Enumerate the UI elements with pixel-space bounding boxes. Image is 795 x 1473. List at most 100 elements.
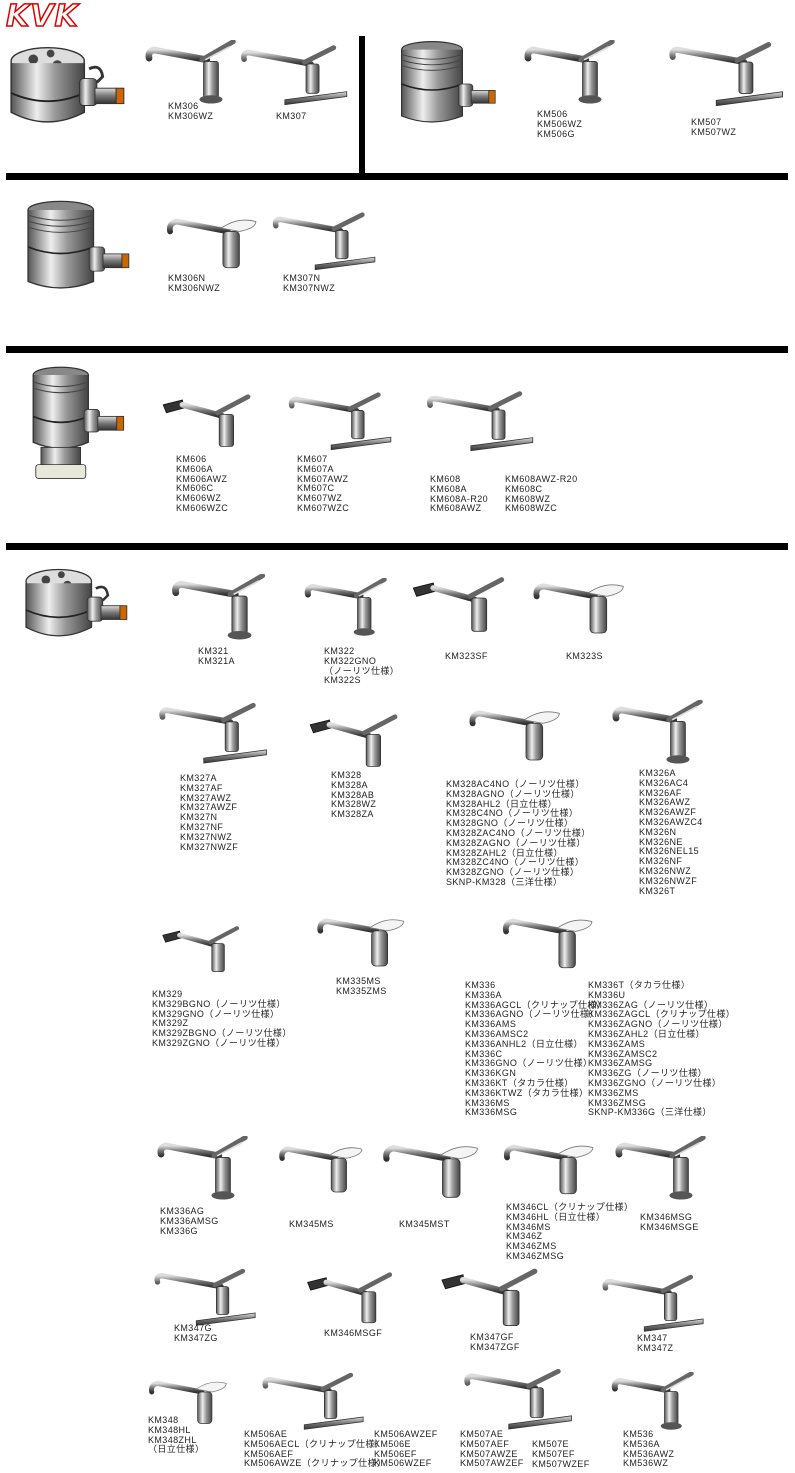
model-number: KM507	[691, 117, 722, 127]
model-number: KM328GNO（ノーリツ仕様）	[446, 818, 574, 829]
faucet-product-image	[142, 40, 242, 106]
model-number: KM326NWZ	[639, 865, 692, 876]
model-number: KM326N	[639, 826, 677, 837]
model-number: KM346MSGE	[640, 1221, 699, 1232]
divider-vertical	[359, 36, 365, 174]
faucet-product-image	[306, 712, 404, 776]
model-number: KM336ZG（ノーリツ仕様）	[588, 1068, 708, 1079]
model-number: KM322S	[324, 675, 361, 686]
model-number: KM336AG	[160, 1206, 205, 1216]
model-number: KM335ZMS	[336, 985, 387, 996]
model-number: KM326NF	[639, 856, 683, 867]
model-number: KM506AE	[244, 1429, 288, 1439]
divider-horizontal	[6, 173, 788, 180]
model-number: KM506AECL（クリナップ仕様）	[244, 1438, 385, 1449]
model-number: KM607WZ	[297, 493, 343, 504]
adapter-product-image	[20, 560, 132, 660]
model-number: KM329BGNO（ノーリツ仕様）	[152, 998, 286, 1009]
model-number: KM607WZC	[297, 502, 350, 513]
model-number: KM608WZ	[505, 493, 551, 504]
model-number: KM336AMSC2	[465, 1028, 529, 1039]
model-number: KM347Z	[637, 1342, 674, 1353]
faucet-product-image	[590, 1274, 714, 1336]
model-number: KM506EF	[374, 1448, 417, 1459]
model-number: KM326AWZ	[639, 797, 691, 808]
model-number: KM606A	[176, 463, 213, 474]
model-number: KM326A	[639, 768, 676, 778]
model-number: KM506WZEF	[374, 1458, 432, 1469]
model-number: KM336GNO（ノーリツ仕様）	[465, 1058, 593, 1069]
model-list: KM323SF	[445, 651, 488, 662]
model-number: KM336C	[465, 1048, 503, 1059]
model-number: KM346Z	[506, 1231, 543, 1242]
faucet-product-image	[594, 1372, 714, 1432]
model-number: KM606WZ	[176, 493, 222, 504]
model-number: KM606C	[176, 483, 214, 494]
model-number: KM323S	[566, 651, 603, 661]
faucet-product-image	[156, 392, 260, 456]
model-number: KM506G	[537, 128, 575, 139]
model-number: KM326T	[639, 885, 676, 896]
model-number: KM506AWZEF	[374, 1429, 438, 1439]
model-number: KM327AWZ	[180, 792, 232, 803]
model-number: KM506AEF	[244, 1448, 294, 1459]
model-number: KM326AWZC4	[639, 816, 703, 827]
adapter-product-image	[22, 192, 134, 302]
model-number: KM328AHL2（日立仕様）	[446, 798, 558, 809]
faucet-product-image	[150, 702, 274, 768]
faucet-product-image	[422, 390, 536, 456]
model-number: KM321	[198, 646, 229, 656]
faucet-product-image	[486, 910, 612, 976]
faucet-product-image	[302, 574, 392, 642]
model-number: KM608A	[430, 483, 467, 494]
model-number: KM536AWZ	[623, 1448, 675, 1459]
faucet-product-image	[604, 700, 714, 766]
faucet-product-image	[294, 1270, 408, 1332]
model-number: KM347ZG	[174, 1332, 218, 1343]
model-number: KM506	[537, 109, 568, 119]
faucet-product-image	[160, 210, 266, 276]
faucet-product-image	[146, 1136, 262, 1202]
model-number: KM336ZAMSG	[588, 1058, 653, 1069]
model-number: KM321A	[198, 655, 235, 666]
model-number: KM347G	[174, 1323, 212, 1333]
model-number: KM327NWZ	[180, 831, 233, 842]
model-number: KM307	[276, 111, 307, 121]
model-number: KM307NWZ	[283, 282, 336, 293]
faucet-product-image	[146, 1268, 262, 1330]
model-number: KM348ZHL	[148, 1434, 197, 1445]
model-list: KM345MS	[289, 1219, 334, 1230]
model-number: KM606WZC	[176, 502, 229, 513]
faucet-product-image	[284, 390, 394, 456]
model-number: KM607AWZ	[297, 473, 349, 484]
model-number: KM507AE	[460, 1429, 504, 1439]
adapter-product-image	[4, 40, 130, 146]
divider-horizontal	[6, 543, 788, 550]
model-number: KM336ZAMSC2	[588, 1048, 658, 1059]
model-number: KM336ZAGNO（ノーリツ仕様）	[588, 1019, 728, 1030]
model-number: SKNP-KM336G（三洋仕様）	[588, 1107, 712, 1118]
model-number: KM323SF	[445, 651, 488, 661]
model-number: KM336ANHL2（日立仕様）	[465, 1038, 583, 1049]
model-number: KM606	[176, 454, 207, 464]
model-number: KM326NEL15	[639, 846, 700, 857]
model-number: KM507AWZE	[460, 1448, 518, 1459]
model-number: KM348HL	[148, 1424, 191, 1435]
model-number: KM336ZAGCL（クリナップ仕様）	[588, 1009, 736, 1020]
model-number: KM306NWZ	[168, 282, 221, 293]
